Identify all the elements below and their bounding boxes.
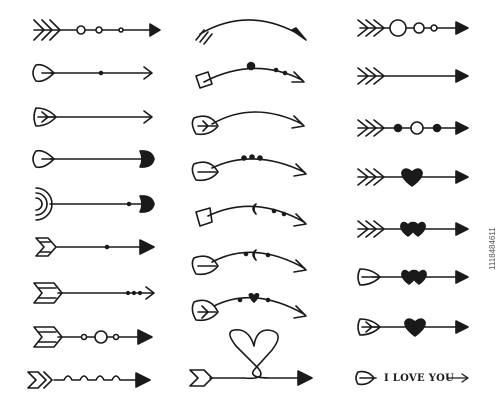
heart-loop-arrow-icon — [189, 329, 313, 387]
arrow-love-message-icon — [355, 370, 469, 386]
arrow-triple-circles-icon — [357, 19, 469, 37]
curved-arrow-plain-icon — [195, 19, 307, 45]
curved-arrow-leaf-dots-icon — [191, 154, 307, 182]
arrow-feathered-circles-icon — [33, 19, 161, 41]
arrow-split-feather-ring-icon — [33, 326, 153, 348]
arrow-double-heart-icon — [357, 220, 469, 238]
curved-arrow-dots-icon — [195, 61, 305, 89]
arrow-dot-ring-icon — [357, 119, 469, 137]
arrow-feathered-plain-icon — [357, 67, 469, 85]
arrow-heart-fletching-icon — [32, 63, 153, 83]
arrow-heart-tip-icon — [32, 149, 155, 169]
arrow-loopy-shaft-icon — [27, 371, 151, 389]
stock-id-text: 1118484611 — [488, 227, 497, 270]
arrow-leaf-double-heart-icon — [357, 268, 469, 286]
curved-arrow-leaf-moon-icon — [191, 249, 307, 276]
arrow-leaf-heart-icon — [357, 318, 469, 337]
arrow-split-feather-dots-icon — [33, 282, 155, 304]
curved-arrow-heart-icon — [191, 293, 307, 322]
arrow-leaf-fletching-icon — [33, 107, 153, 127]
arrow-single-heart-icon — [357, 168, 469, 187]
arrow-chevron-fletching-icon — [35, 237, 155, 257]
arrow-rainbow-fletching-icon — [35, 187, 155, 221]
curved-arrow-leaf-icon — [191, 111, 305, 136]
love-message-text: I LOVE YOU — [384, 373, 455, 384]
curved-arrow-moon-icon — [195, 203, 307, 227]
